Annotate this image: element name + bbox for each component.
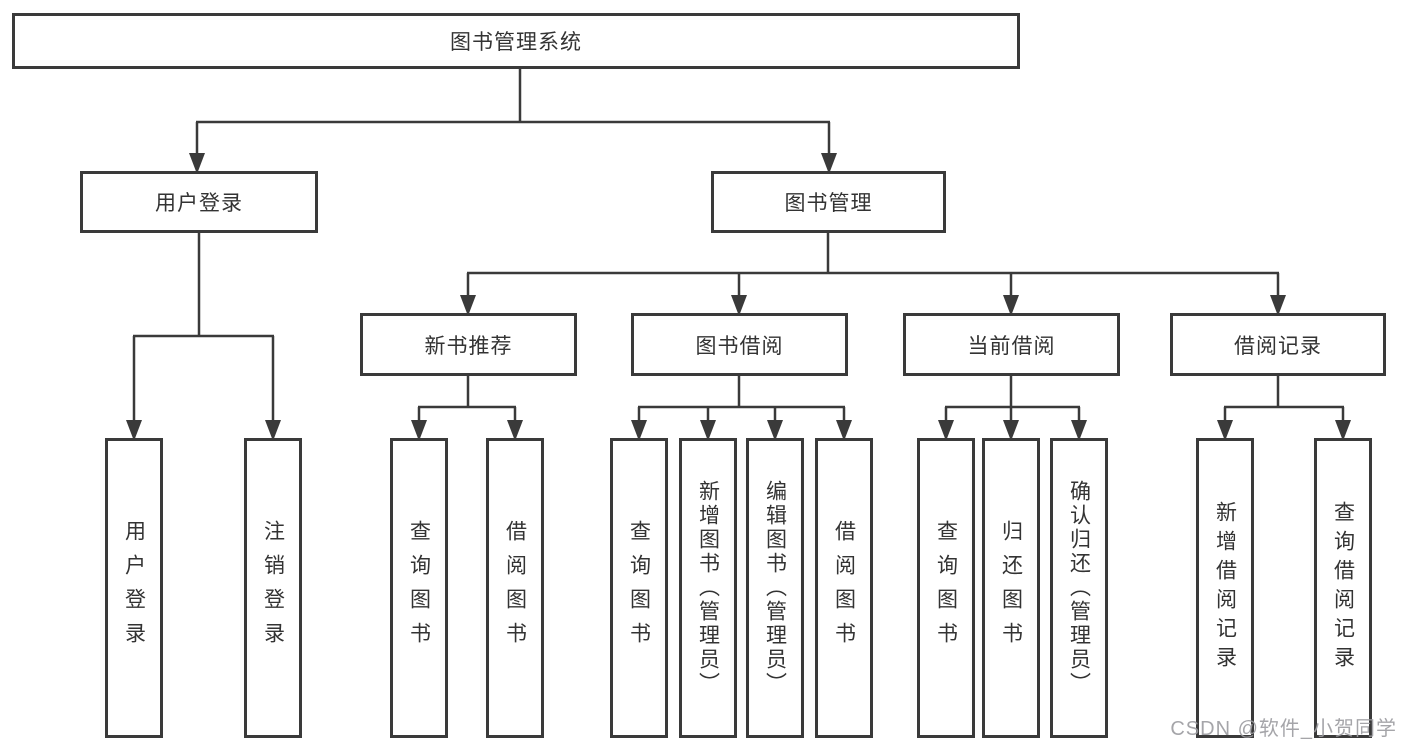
node-new-book-recommendation: 新书推荐 [360,313,577,376]
node-book-management: 图书管理 [711,171,946,233]
leaf-query-books-current: 查询图书 [917,438,975,738]
node-book-borrowing: 图书借阅 [631,313,848,376]
leaf-query-books-recommend: 查询图书 [390,438,448,738]
leaf-borrow-books-recommend: 借阅图书 [486,438,544,738]
leaf-return-books: 归还图书 [982,438,1040,738]
leaf-logout: 注销登录 [244,438,302,738]
leaf-add-books-admin: 新增图书（管理员） [679,438,737,738]
csdn-watermark: CSDN @软件_小贺同学 [1170,718,1397,740]
leaf-query-books-borrowing: 查询图书 [610,438,668,738]
leaf-confirm-return-admin: 确认归还（管理员） [1050,438,1108,738]
leaf-user-login: 用户登录 [105,438,163,738]
leaf-add-borrow-record: 新增借阅记录 [1196,438,1254,738]
node-library-management-system: 图书管理系统 [12,13,1020,69]
node-user-login: 用户登录 [80,171,318,233]
node-current-borrowing: 当前借阅 [903,313,1120,376]
node-borrowing-records: 借阅记录 [1170,313,1386,376]
leaf-query-borrow-record: 查询借阅记录 [1314,438,1372,738]
leaf-borrow-books-borrowing: 借阅图书 [815,438,873,738]
leaf-edit-books-admin: 编辑图书（管理员） [746,438,804,738]
